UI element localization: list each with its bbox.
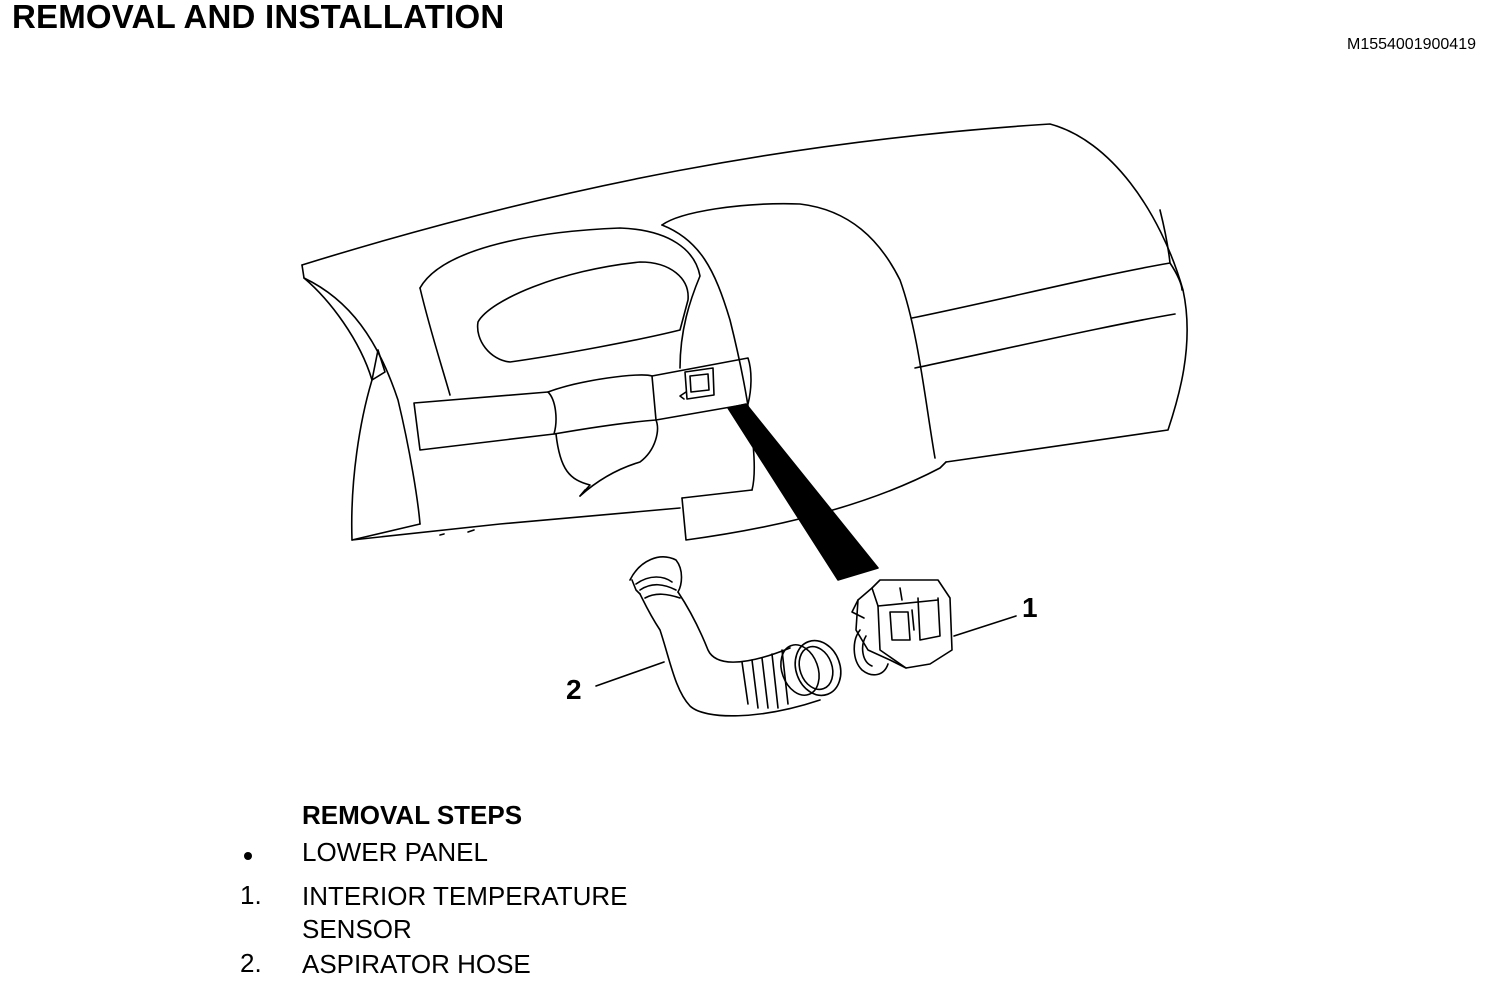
step-number: 1. [240, 880, 262, 910]
step-text-line-2: SENSOR [302, 914, 412, 944]
step-number: 2. [240, 948, 262, 978]
step-text: INTERIOR TEMPERATURE SENSOR [302, 880, 628, 946]
leader-line-1 [953, 615, 1017, 637]
step-bullet-marker [240, 836, 290, 867]
leader-line-2 [595, 661, 665, 687]
callout-label-2: 2 [566, 674, 582, 705]
bullet-icon [244, 852, 252, 860]
aspirator-hose-detail [629, 556, 842, 717]
reference-id: M1554001900419 [1346, 36, 1476, 53]
dashboard-outline [301, 123, 1188, 541]
step-text: LOWER PANEL [302, 837, 488, 867]
zoom-wedge [727, 403, 879, 581]
step-text-line-1: INTERIOR TEMPERATURE [302, 881, 628, 911]
removal-steps-heading: REMOVAL STEPS [302, 800, 523, 830]
callout-label-1: 1 [1022, 592, 1038, 623]
page-title: REMOVAL AND INSTALLATION [12, 0, 505, 35]
interior-temperature-sensor-detail [851, 579, 953, 676]
step-text: ASPIRATOR HOSE [302, 949, 531, 979]
